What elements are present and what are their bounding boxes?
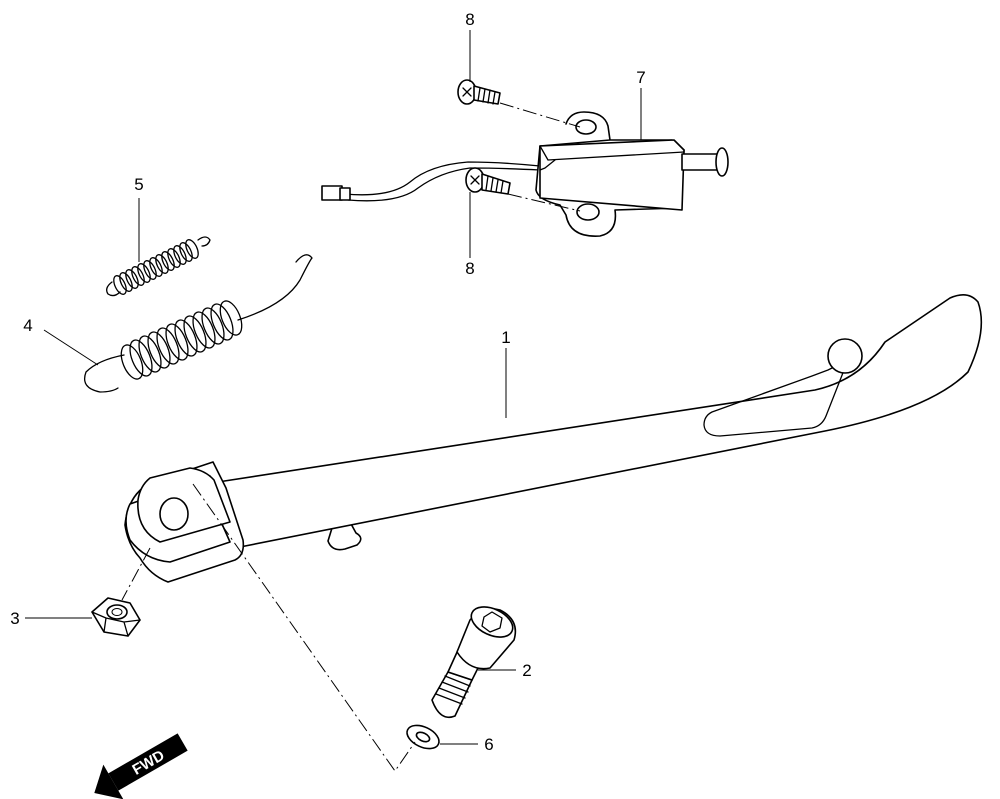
callout-5: 5 <box>134 175 143 194</box>
part-7-side-stand-switch <box>321 111 729 237</box>
callout-1: 1 <box>501 328 510 347</box>
callout-6: 6 <box>484 735 493 754</box>
part-8-screw-bottom <box>465 167 511 195</box>
part-3-nut <box>91 597 141 637</box>
part-2-bolt <box>431 606 517 719</box>
callout-8-bottom: 8 <box>465 259 474 278</box>
part-5-short-spring <box>106 236 211 297</box>
callout-2: 2 <box>522 661 531 680</box>
callout-7: 7 <box>636 68 645 87</box>
assembly-center-lines <box>121 102 581 772</box>
callout-8-top: 8 <box>465 10 474 29</box>
part-8-screw-top <box>457 79 501 105</box>
forward-arrow-icon: FWD <box>94 733 188 799</box>
part-6-washer <box>406 724 440 750</box>
part-4-long-spring <box>83 254 313 393</box>
leader-lines <box>25 30 642 745</box>
callout-3: 3 <box>10 609 19 628</box>
callout-4: 4 <box>23 316 32 335</box>
part-1-side-stand <box>124 294 983 583</box>
